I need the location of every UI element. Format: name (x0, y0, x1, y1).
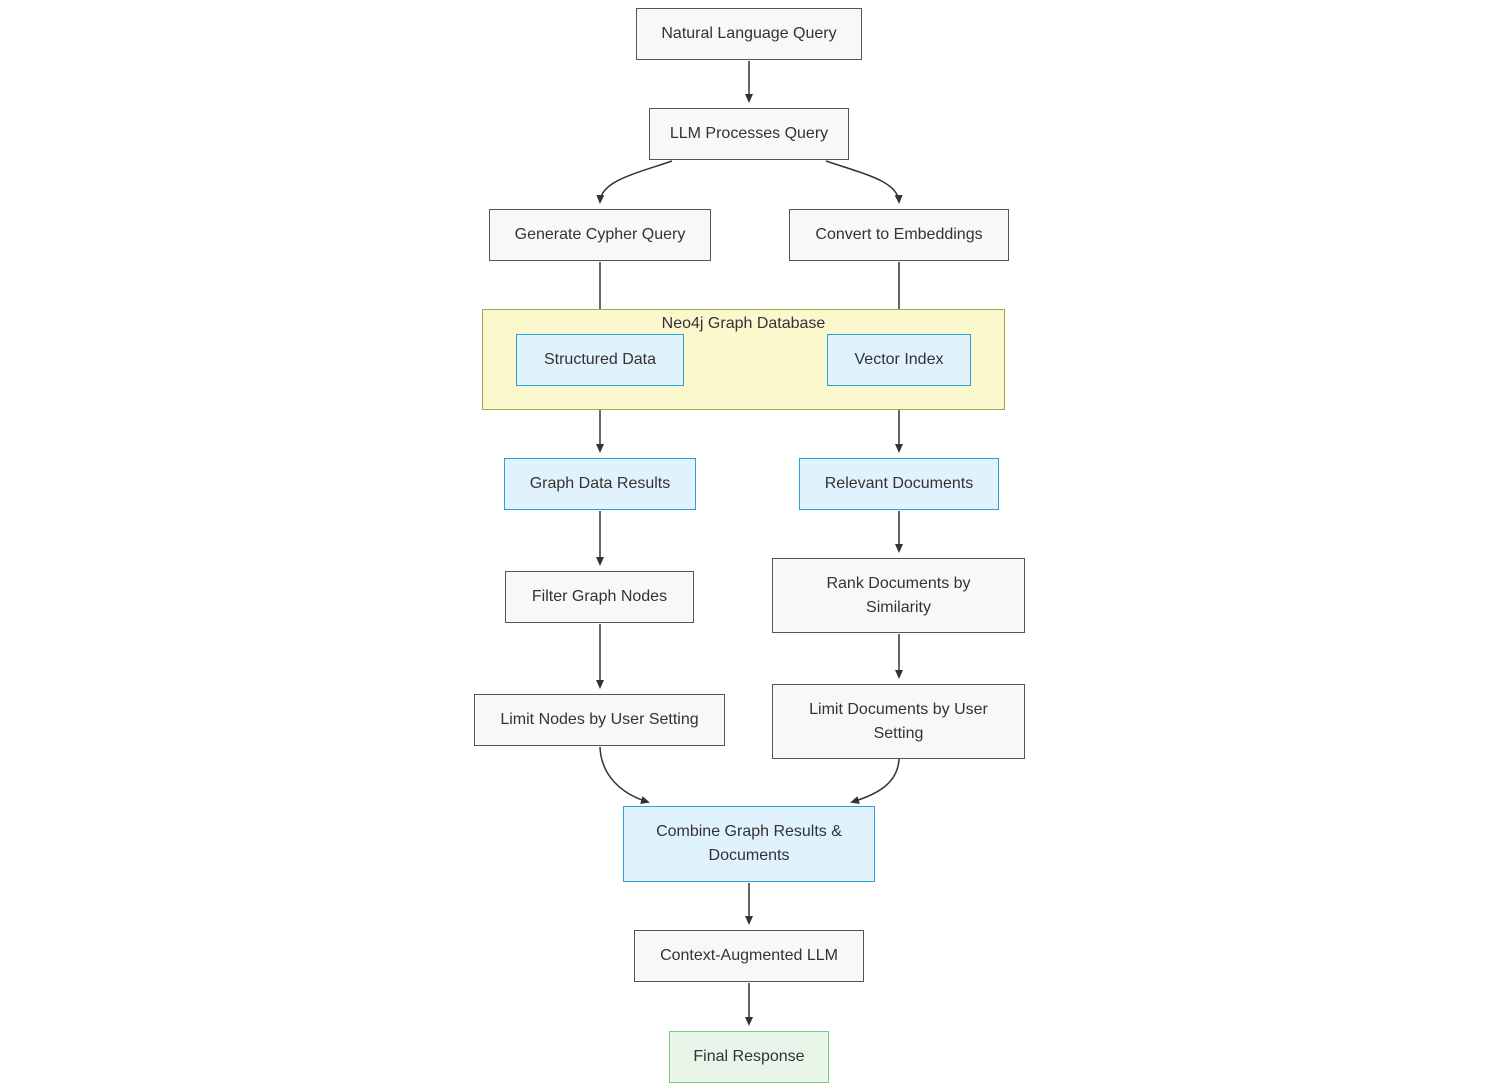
node-generate-cypher-query: Generate Cypher Query (489, 209, 711, 261)
node-natural-language-query: Natural Language Query (636, 8, 862, 60)
node-relevant-documents: Relevant Documents (799, 458, 999, 510)
node-context-augmented-llm: Context-Augmented LLM (634, 930, 864, 982)
node-rank-documents-by-similarity: Rank Documents by Similarity (772, 558, 1025, 633)
edge-limitnodes-to-combine (599, 746, 650, 804)
edge-llm-to-embeddings (825, 160, 903, 204)
node-limit-documents-by-user-setting: Limit Documents by User Setting (772, 684, 1025, 759)
node-graph-data-results: Graph Data Results (504, 458, 696, 510)
node-limit-nodes-by-user-setting: Limit Nodes by User Setting (474, 694, 725, 746)
edge-limitdocs-to-combine (850, 758, 900, 804)
cluster-label: Neo4j Graph Database (661, 315, 826, 332)
node-structured-data: Structured Data (516, 334, 684, 386)
edge-llm-to-cypher (596, 160, 673, 204)
node-llm-processes-query: LLM Processes Query (649, 108, 849, 160)
node-filter-graph-nodes: Filter Graph Nodes (505, 571, 694, 623)
node-final-response: Final Response (669, 1031, 829, 1083)
node-vector-index: Vector Index (827, 334, 971, 386)
node-convert-to-embeddings: Convert to Embeddings (789, 209, 1009, 261)
node-combine-graph-results-documents: Combine Graph Results & Documents (623, 806, 875, 882)
